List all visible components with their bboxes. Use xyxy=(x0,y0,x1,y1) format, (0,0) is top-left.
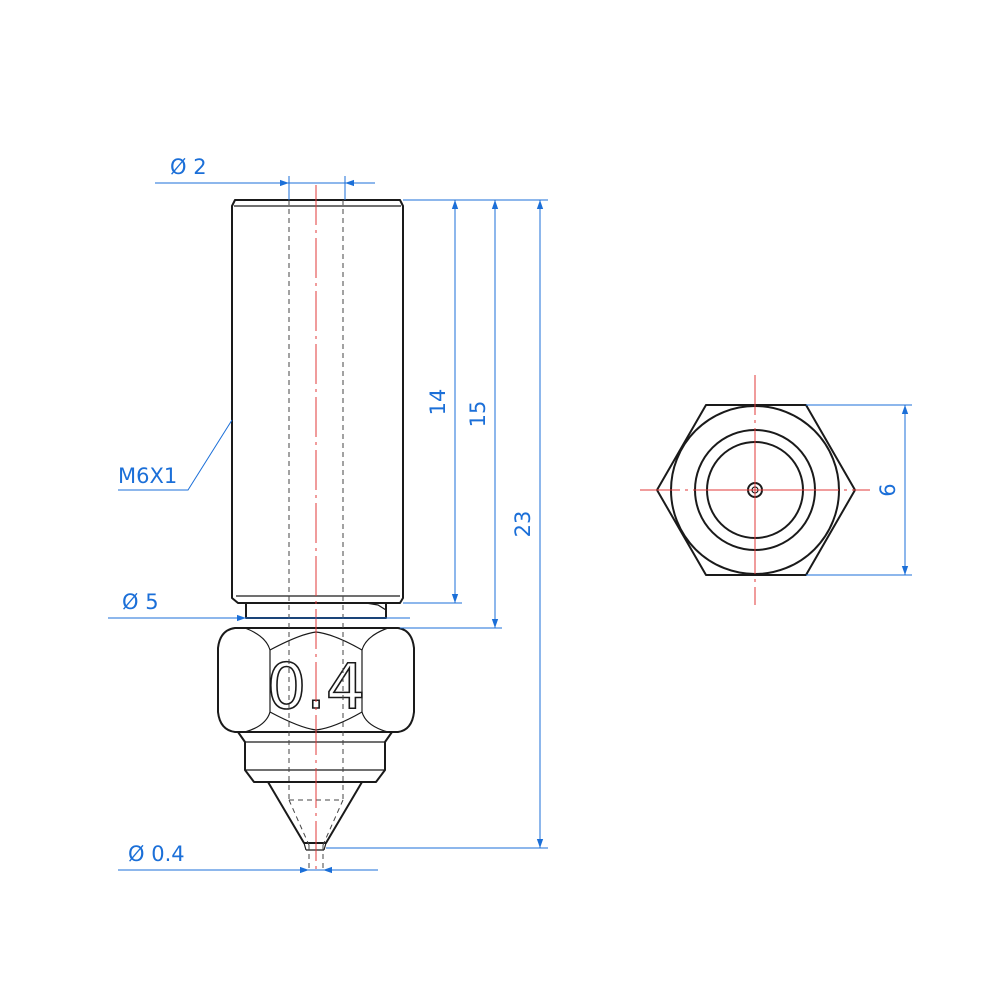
nozzle-side-view: 0.4 xyxy=(217,185,415,870)
end-view-dimensions: 6 xyxy=(806,404,912,576)
threaded-shank xyxy=(231,199,404,604)
thread-label: M6X1 xyxy=(118,464,177,488)
thread-length-label: 14 xyxy=(426,389,450,416)
orifice-diameter-label: Ø 0.4 xyxy=(128,842,185,866)
bore-diameter-label: Ø 2 xyxy=(170,155,207,179)
side-view-dimensions: Ø 2 M6X1 Ø 5 Ø 0.4 14 15 23 xyxy=(108,155,548,874)
length-to-hex-label: 15 xyxy=(466,401,490,428)
nozzle-end-view xyxy=(640,375,870,605)
nozzle-cone-tip xyxy=(267,781,363,844)
hex-across-flats-label: 6 xyxy=(876,483,900,496)
overall-length-label: 23 xyxy=(511,511,535,538)
nozzle-neck xyxy=(237,731,393,783)
shoulder-diameter-label: Ø 5 xyxy=(122,590,159,614)
hex-body xyxy=(217,627,415,733)
